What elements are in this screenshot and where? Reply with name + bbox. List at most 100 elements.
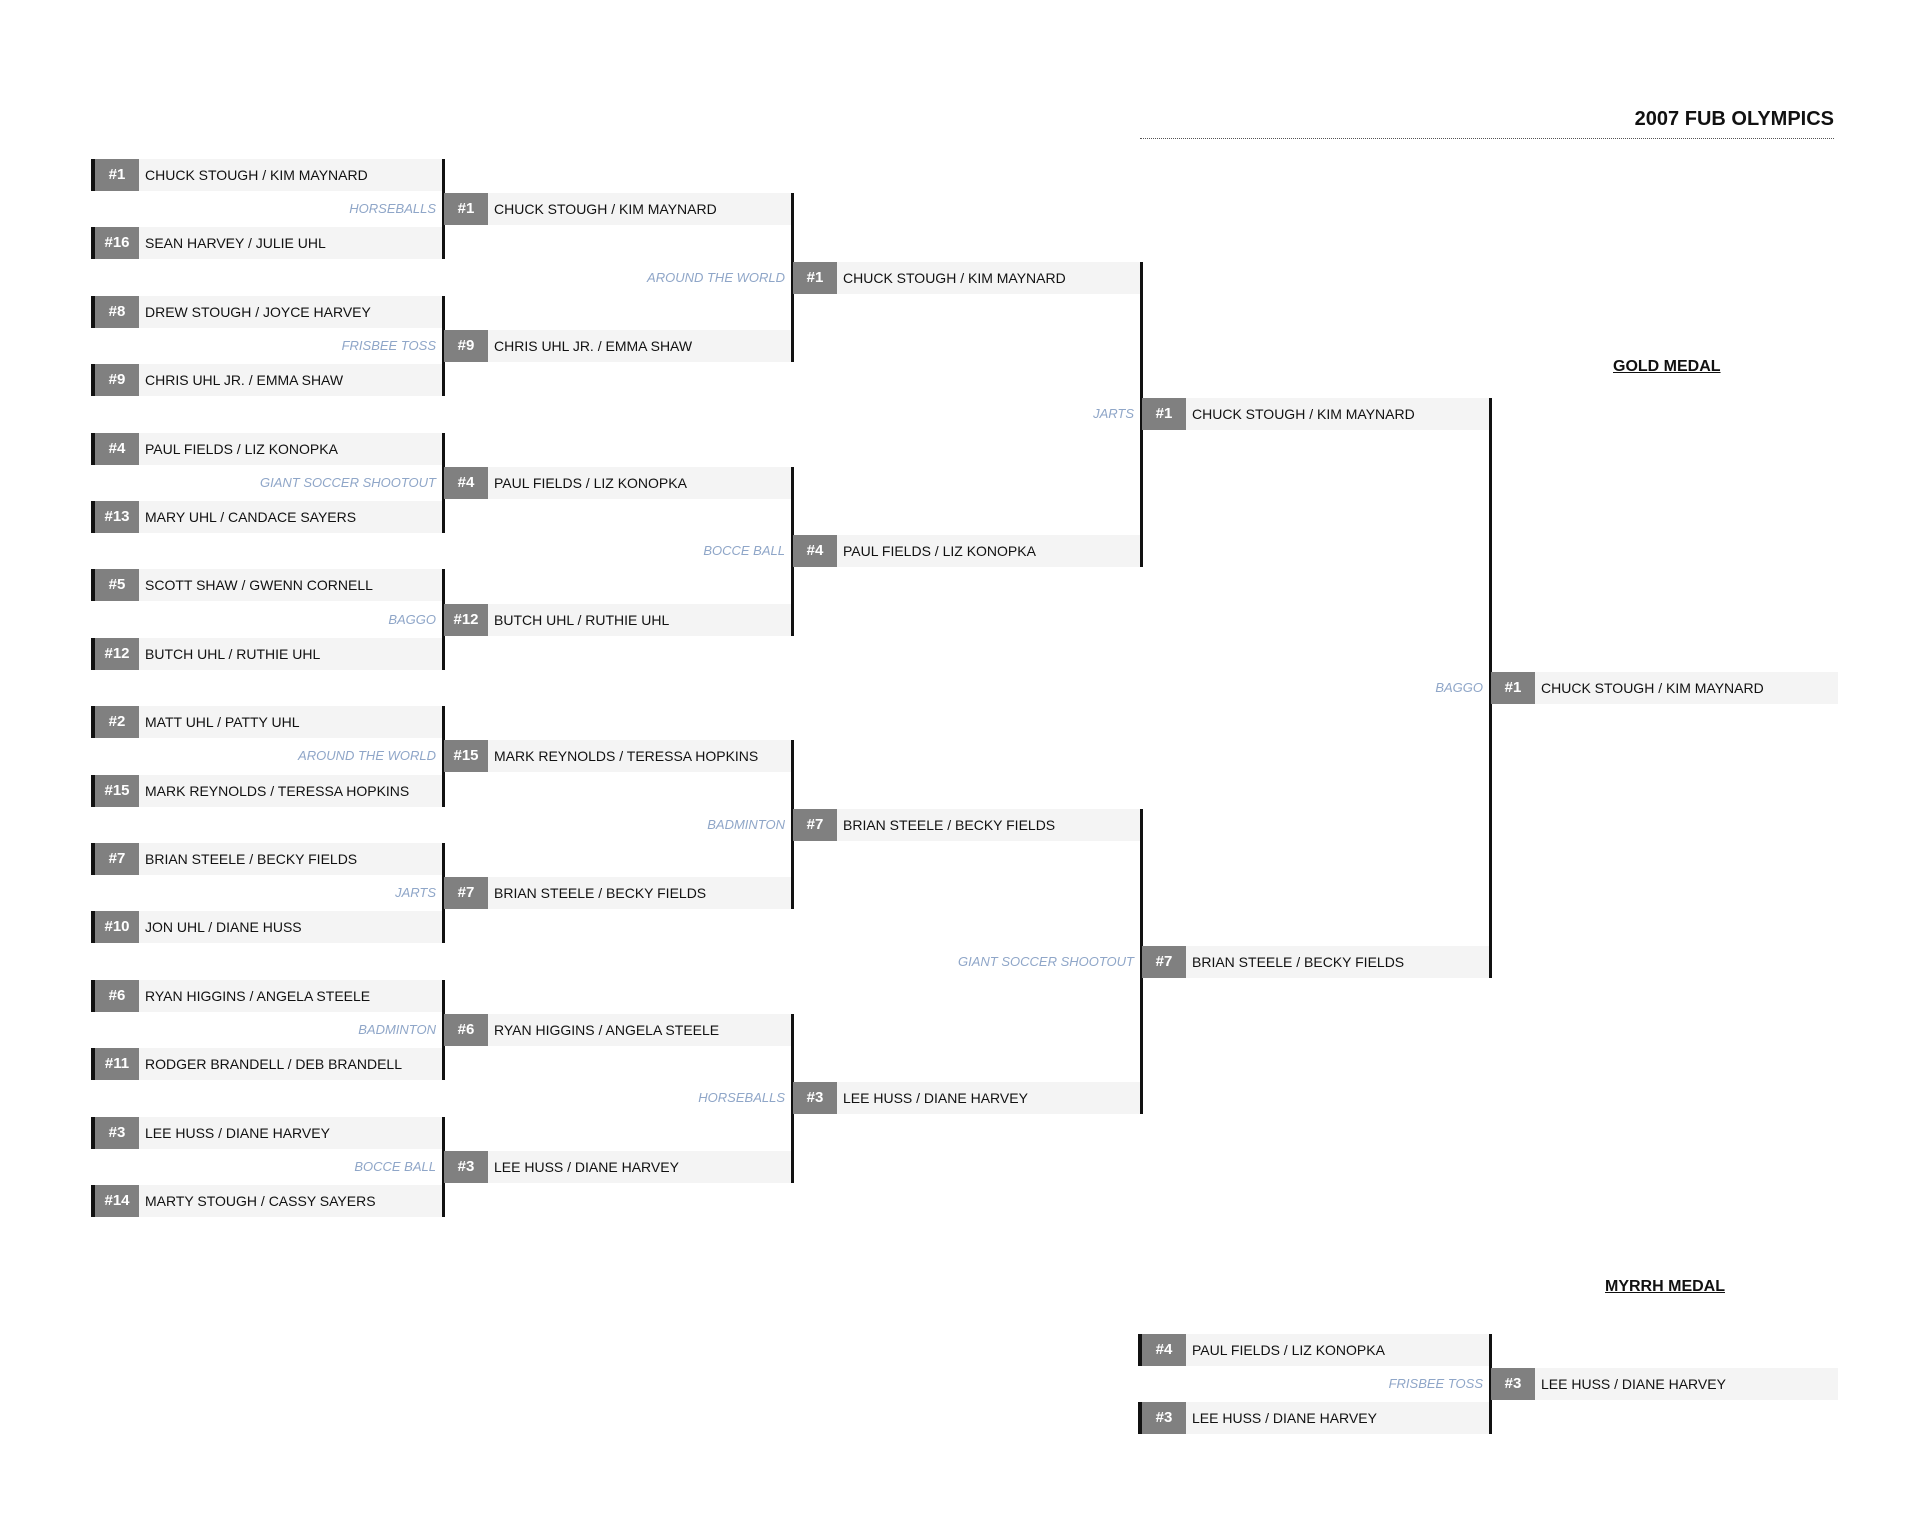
team-name: CHRIS UHL JR. / EMMA SHAW xyxy=(494,338,693,354)
team-name: SCOTT SHAW / GWENN CORNELL xyxy=(145,577,373,594)
event-label: BAGGO xyxy=(388,611,436,627)
event-label: JARTS xyxy=(1093,406,1134,422)
slot-left-bar xyxy=(91,1185,95,1217)
team-name: CHUCK STOUGH / KIM MAYNARD xyxy=(145,167,368,183)
gold-medal-label: GOLD MEDAL xyxy=(1613,358,1721,375)
team-name: BUTCH UHL / RUTHIE UHL xyxy=(145,645,321,662)
seed-badge: #4 xyxy=(793,535,837,568)
event-label: AROUND THE WORLD xyxy=(647,269,785,285)
bracket-connector xyxy=(791,740,794,910)
event-label: GIANT SOCCER SHOOTOUT xyxy=(958,953,1134,969)
round1-team: #14 MARTY STOUGH / CASSY SAYERS xyxy=(95,1185,442,1217)
seed-badge: #7 xyxy=(1142,945,1186,978)
seed-badge: #2 xyxy=(95,706,139,739)
bracket-connector xyxy=(1489,1334,1492,1434)
seed-badge: #12 xyxy=(95,637,139,670)
seed-badge: #8 xyxy=(95,295,139,328)
seed-badge: #6 xyxy=(444,1014,488,1046)
event-label: BOCCE BALL xyxy=(354,1158,436,1174)
seed-badge: #7 xyxy=(793,808,837,841)
slot-left-bar xyxy=(91,501,95,533)
seed-badge: #3 xyxy=(1491,1368,1535,1400)
seed-badge: #3 xyxy=(793,1082,837,1115)
page-title: 2007 FUB OLYMPICS xyxy=(1634,108,1834,130)
bracket-connector xyxy=(442,843,445,944)
slot-left-bar xyxy=(91,1048,95,1081)
team-name: SEAN HARVEY / JULIE UHL xyxy=(145,235,326,252)
team-name: CHUCK STOUGH / KIM MAYNARD xyxy=(1192,406,1415,423)
bracket-connector xyxy=(442,979,445,1081)
team-name: PAUL FIELDS / LIZ KONOPKA xyxy=(145,440,338,457)
seed-badge: #11 xyxy=(95,1048,139,1081)
seed-badge: #15 xyxy=(95,774,139,807)
round3-team: #4 PAUL FIELDS / LIZ KONOPKA xyxy=(793,535,1140,568)
event-label: JARTS xyxy=(395,885,436,901)
round3-team: #7 BRIAN STEELE / BECKY FIELDS xyxy=(793,808,1140,841)
event-label: BAGGO xyxy=(1435,680,1483,695)
slot-left-bar xyxy=(91,432,95,465)
slot-left-bar xyxy=(91,843,95,875)
seed-badge: #1 xyxy=(1142,398,1186,431)
seed-badge: #6 xyxy=(95,979,139,1012)
slot-left-bar xyxy=(91,569,95,602)
round1-team: #12 BUTCH UHL / RUTHIE UHL xyxy=(95,637,442,670)
event-label: BOCCE BALL xyxy=(703,543,785,559)
event-label: AROUND THE WORLD xyxy=(298,748,436,764)
team-name: BRIAN STEELE / BECKY FIELDS xyxy=(145,851,358,867)
semifinal-team: #1 CHUCK STOUGH / KIM MAYNARD xyxy=(1142,398,1489,431)
event-label: BADMINTON xyxy=(707,816,785,832)
event-label: BADMINTON xyxy=(358,1022,436,1037)
team-name: BUTCH UHL / RUTHIE UHL xyxy=(494,611,670,628)
seed-badge: #14 xyxy=(95,1185,139,1217)
round1-team: #16 SEAN HARVEY / JULIE UHL xyxy=(95,227,442,260)
event-label: HORSEBALLS xyxy=(698,1090,785,1106)
team-name: JON UHL / DIANE HUSS xyxy=(145,919,302,936)
round2-team: #12 BUTCH UHL / RUTHIE UHL xyxy=(444,603,791,636)
seed-badge: #16 xyxy=(95,227,139,260)
bracket-connector xyxy=(1140,808,1143,1115)
team-name: PAUL FIELDS / LIZ KONOPKA xyxy=(494,474,687,491)
team-name: LEE HUSS / DIANE HARVEY xyxy=(145,1124,330,1141)
team-name: MARY UHL / CANDACE SAYERS xyxy=(145,509,357,525)
seed-badge: #3 xyxy=(1142,1402,1186,1434)
bracket-connector xyxy=(1489,398,1492,978)
seed-badge: #13 xyxy=(95,501,139,533)
team-name: PAUL FIELDS / LIZ KONOPKA xyxy=(843,543,1036,560)
seed-badge: #3 xyxy=(95,1116,139,1149)
event-label: HORSEBALLS xyxy=(349,201,436,217)
team-name: RYAN HIGGINS / ANGELA STEELE xyxy=(145,987,371,1004)
slot-left-bar xyxy=(91,295,95,328)
slot-left-bar xyxy=(1138,1402,1142,1434)
slot-left-bar xyxy=(91,706,95,739)
team-name: MARTY STOUGH / CASSY SAYERS xyxy=(145,1193,376,1209)
team-name: LEE HUSS / DIANE HARVEY xyxy=(494,1158,679,1175)
seed-badge: #12 xyxy=(444,603,488,636)
round2-team: #9 CHRIS UHL JR. / EMMA SHAW xyxy=(444,330,791,362)
bracket-connector xyxy=(791,193,794,362)
bracket-connector xyxy=(1140,261,1143,568)
seed-badge: #15 xyxy=(444,740,488,773)
team-name: BRIAN STEELE / BECKY FIELDS xyxy=(843,816,1056,833)
bracket-connector xyxy=(791,466,794,636)
slot-left-bar xyxy=(1138,1334,1142,1366)
seed-badge: #9 xyxy=(444,330,488,362)
team-name: PAUL FIELDS / LIZ KONOPKA xyxy=(1192,1342,1385,1358)
event-label: GIANT SOCCER SHOOTOUT xyxy=(260,474,436,490)
event-label: FRISBEE TOSS xyxy=(1388,1376,1483,1391)
slot-left-bar xyxy=(91,364,95,397)
round1-team: #6 RYAN HIGGINS / ANGELA STEELE xyxy=(95,979,442,1012)
